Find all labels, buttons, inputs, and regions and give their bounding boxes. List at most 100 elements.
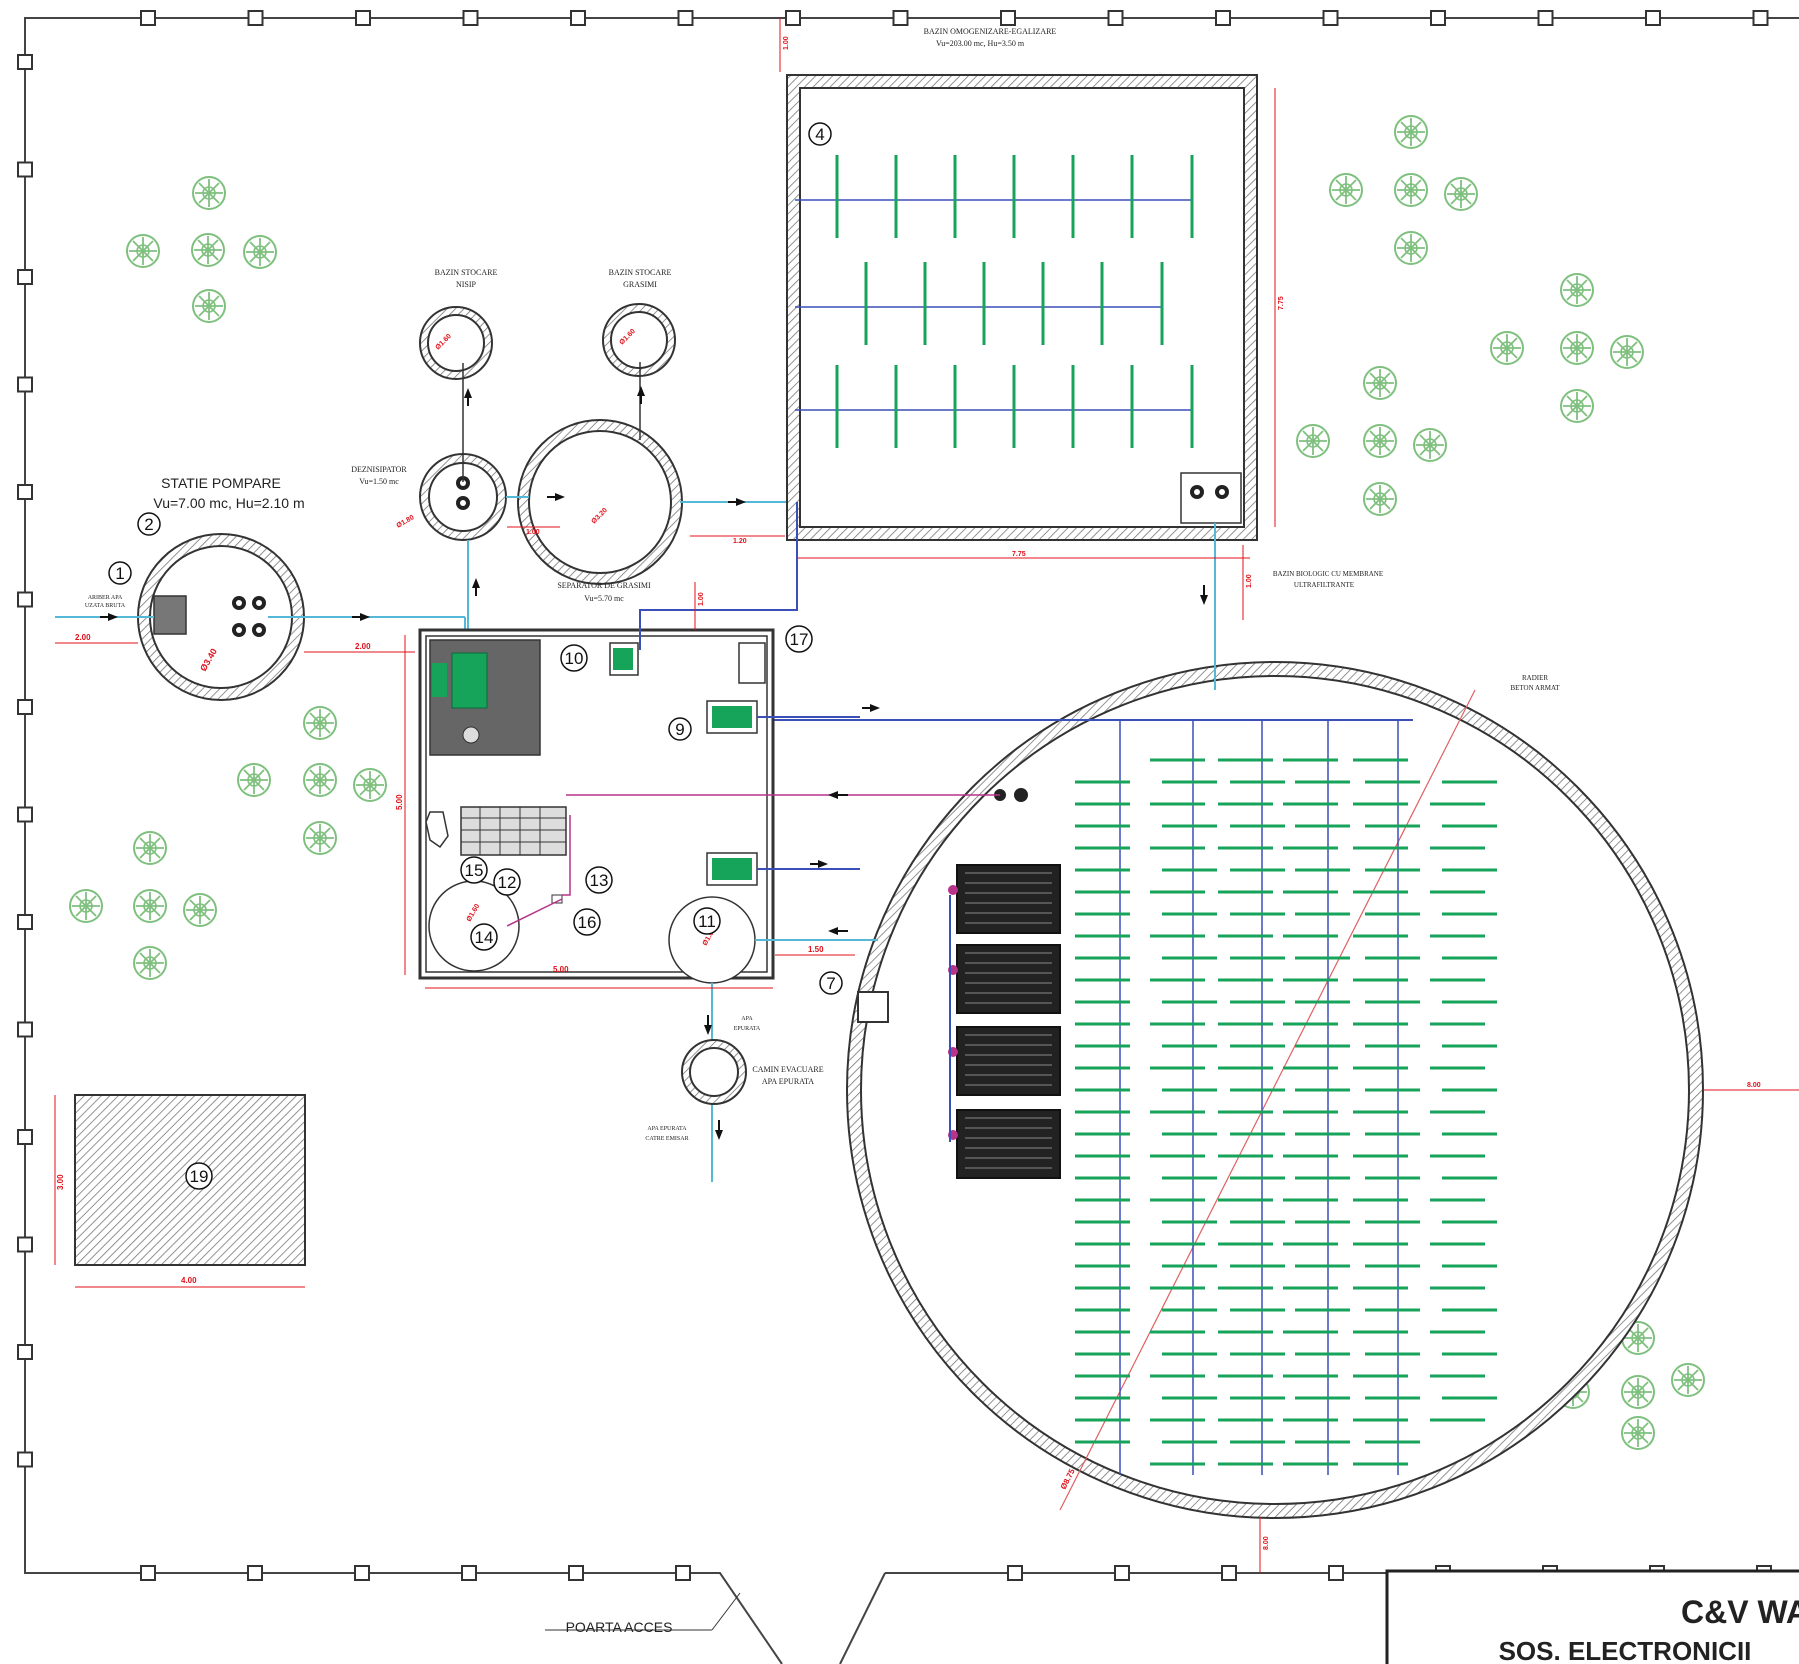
fence-post	[17, 54, 33, 70]
fence-post	[461, 1565, 477, 1581]
tree-icon	[237, 763, 271, 797]
pretreatment-units: BAZIN STOCARE NISIP BAZIN STOCARE GRASIM…	[351, 268, 788, 655]
fence-post	[354, 1565, 370, 1581]
fence-post	[462, 10, 479, 26]
camin-label-1: CAMIN EVACUARE	[752, 1065, 823, 1074]
tree-icon	[1394, 173, 1428, 207]
dim-omog-to-bio: 1.00	[1246, 574, 1253, 588]
separator-title: SEPARATOR DE GRASIMI	[557, 581, 651, 590]
tree-icon	[126, 234, 160, 268]
marker-15: 15	[465, 861, 484, 880]
marker-1: 1	[115, 564, 124, 583]
tree-icon	[1671, 1363, 1705, 1397]
marker-13: 13	[590, 871, 609, 890]
tree-icon	[1363, 424, 1397, 458]
fence-post	[1322, 10, 1339, 26]
tree-icon	[192, 176, 226, 210]
tree-icon	[192, 289, 226, 323]
gate-label: POARTA ACCES	[566, 1619, 673, 1635]
title-block-address: SOS. ELECTRONICII	[1499, 1636, 1752, 1664]
dimension-texts: 2.00 2.00 1.00 1.20 7.75 7.75 1.00 1.00 …	[75, 36, 1761, 1550]
nisip-label-2: NISIP	[456, 280, 477, 289]
tree-icon	[1621, 1416, 1655, 1450]
fence-post	[892, 10, 909, 26]
inlet-label-1: ARIBER APA	[88, 595, 123, 601]
fence-post	[17, 1021, 33, 1038]
marker-4: 4	[815, 125, 824, 144]
tree-icon	[1413, 428, 1447, 462]
tree-icon	[303, 706, 337, 740]
tree-icon	[133, 831, 167, 865]
dim-top-gap: 1.00	[783, 36, 790, 50]
fence-post	[17, 806, 33, 823]
flow-arrows	[100, 386, 1208, 1140]
tree-icon	[1329, 173, 1363, 207]
fence-post	[1000, 10, 1016, 26]
inlet-label-2: UZATA BRUTA	[85, 603, 126, 609]
fence-post	[140, 10, 156, 26]
tree-icon	[303, 821, 337, 855]
tree-icon	[1363, 482, 1397, 516]
tree-icon	[1394, 115, 1428, 149]
fence-post	[1537, 10, 1554, 26]
tree-icon	[69, 889, 103, 923]
fence-post	[17, 699, 33, 715]
sludge-platform: 4.00 3.00	[54, 1094, 306, 1288]
dim-sep-gap: 1.20	[733, 538, 747, 545]
homogenization-tank: BAZIN OMOGENIZARE-EGALIZARE Vu=203.00 mc…	[786, 27, 1258, 541]
fence-post	[677, 10, 694, 26]
tree-icon	[133, 889, 167, 923]
separator-volume: Vu=5.70 mc	[584, 594, 624, 603]
tree-icon	[243, 235, 277, 269]
fence-post	[1430, 10, 1446, 26]
dim-bio-diameter: Ø8.75	[1059, 1467, 1077, 1491]
dim-dez-gap: 1.00	[526, 529, 540, 536]
pumping-station-title: STATIE POMPARE	[161, 475, 281, 491]
tree-icon	[303, 763, 337, 797]
tree-icon	[1363, 366, 1397, 400]
grasimi-label-2: GRASIMI	[623, 280, 657, 289]
bio-label-1: BAZIN BIOLOGIC CU MEMBRANE	[1273, 570, 1383, 578]
tree-icon	[191, 233, 225, 267]
bio-label-2: ULTRAFILTRANTE	[1294, 581, 1354, 589]
marker-10: 10	[565, 649, 584, 668]
dim-right: 8.00	[1747, 1082, 1761, 1089]
membrane-module	[948, 1109, 1061, 1179]
dim-bio-bottom: 8.00	[1263, 1536, 1270, 1550]
fence-post	[1221, 1565, 1237, 1581]
fence-post	[1007, 1565, 1023, 1581]
fence-post	[785, 10, 801, 26]
tree-icon	[1394, 231, 1428, 265]
grasimi-label-1: BAZIN STOCARE	[609, 268, 672, 277]
apa-epurata-bottom-1: APA EPURATA	[647, 1126, 687, 1132]
fence-post	[1752, 10, 1769, 26]
tree-icon	[133, 946, 167, 980]
fence-post	[1328, 1565, 1344, 1581]
deznisipator-volume: Vu=1.50 mc	[359, 477, 399, 486]
deznisipator-title: DEZNISIPATOR	[351, 465, 407, 474]
pumping-station: STATIE POMPARE Vu=7.00 mc, Hu=2.10 m ARI…	[55, 475, 466, 701]
fence-post	[17, 1129, 33, 1145]
fence-post	[247, 10, 264, 26]
fence-post	[17, 484, 33, 500]
tree-icon	[183, 893, 217, 927]
fence-post	[17, 269, 33, 285]
tree-icon	[1444, 177, 1478, 211]
marker-2: 2	[144, 515, 153, 534]
dim-building-height: 5.00	[395, 794, 404, 810]
pumping-station-volume: Vu=7.00 mc, Hu=2.10 m	[153, 495, 304, 511]
camin-label-2: APA EPURATA	[762, 1077, 814, 1086]
dim-sp-to-building: 2.00	[355, 642, 371, 651]
fence-post	[355, 10, 371, 26]
tree-icon	[353, 768, 387, 802]
apa-epurata-top-2: EPURATA	[734, 1026, 761, 1032]
dim-omog-height: 7.75	[1278, 296, 1285, 310]
title-block: C&V WA SOS. ELECTRONICII	[1385, 1569, 1799, 1664]
tree-icon	[1560, 331, 1594, 365]
dim-sep-to-building: 1.00	[698, 592, 705, 606]
pump-icon	[1014, 788, 1028, 802]
tree-icon	[1296, 424, 1330, 458]
marker-12: 12	[498, 873, 517, 892]
dim-omog-width: 7.75	[1012, 551, 1026, 558]
marker-17: 17	[790, 630, 809, 649]
